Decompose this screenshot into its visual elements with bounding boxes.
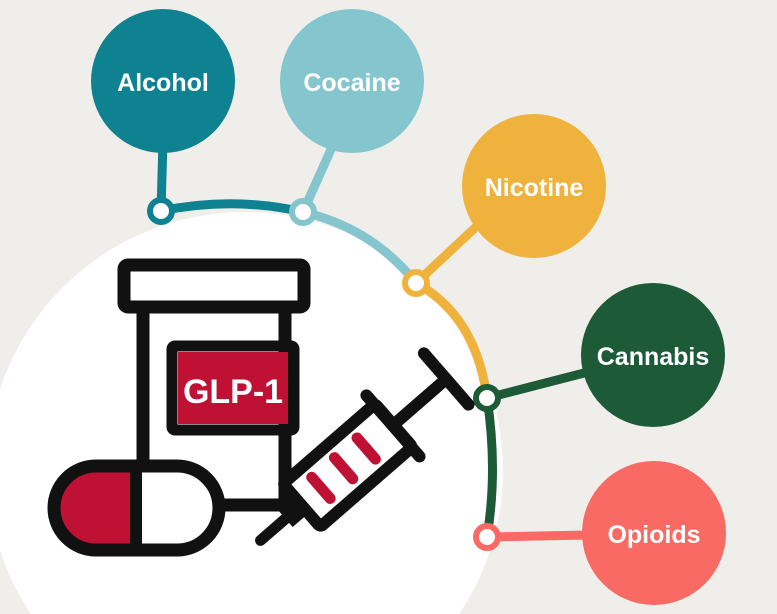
arc-segment-cannabis-opioids: [482, 393, 497, 542]
pill-bottle-cap: [117, 258, 311, 314]
syringe-plunger-thumb-rest: [417, 347, 475, 411]
bubble-cocaine-label: Cocaine: [303, 69, 400, 97]
connector-arc: [156, 199, 497, 542]
junction-node-opioids[interactable]: [473, 523, 501, 551]
syringe-dose-tick: [306, 471, 336, 504]
syringe-dose-tick: [351, 432, 381, 465]
pill-bottle-label-text: GLP-1: [183, 373, 283, 411]
glp-1-medication-illustration: GLP-1: [47, 258, 475, 557]
junction-node-alcohol[interactable]: [147, 197, 175, 225]
stem-cannabis: [482, 367, 593, 403]
arc-segment-nicotine-cannabis: [411, 278, 492, 403]
syringe-needle: [255, 512, 292, 546]
bubble-cannabis[interactable]: Cannabis: [581, 283, 725, 427]
bubble-opioids[interactable]: Opioids: [582, 461, 726, 605]
bubble-alcohol-circle[interactable]: [91, 9, 235, 153]
stem-nicotine: [411, 220, 483, 288]
syringe-dose-tick: [328, 452, 359, 485]
bubble-opioids-circle[interactable]: [582, 461, 726, 605]
syringe-dose-ticks: [306, 432, 381, 504]
bubble-alcohol-label: Alcohol: [117, 69, 209, 97]
arc-junction-nodes[interactable]: [147, 197, 501, 551]
bubble-cocaine[interactable]: Cocaine: [280, 9, 424, 153]
junction-node-nicotine[interactable]: [402, 269, 430, 297]
stem-opioids: [482, 530, 593, 542]
capsule-pill-outline: [47, 459, 226, 557]
syringe-plunger-rod: [386, 372, 453, 432]
pill-bottle-icon: GLP-1: [117, 258, 311, 512]
junction-node-cannabis[interactable]: [473, 384, 501, 412]
bubble-opioids-label: Opioids: [607, 521, 700, 549]
arc-segment-alcohol-cocaine: [156, 199, 308, 217]
bubble-alcohol[interactable]: Alcohol: [91, 9, 235, 153]
bubble-nicotine-circle[interactable]: [462, 114, 606, 258]
category-bubbles[interactable]: Alcohol Cocaine Nicotine Cannabis Opioid…: [91, 9, 726, 605]
bubble-cocaine-circle[interactable]: [280, 9, 424, 153]
capsule-pill-icon: [47, 459, 226, 557]
capsule-pill-white-half: [135, 472, 213, 544]
pill-bottle-label-outline: [166, 340, 300, 436]
arc-segment-cocaine-nicotine: [298, 207, 421, 288]
junction-node-cocaine[interactable]: [289, 198, 317, 226]
pill-bottle-label-panel: [178, 352, 288, 424]
bubble-cannabis-label: Cannabis: [597, 343, 710, 371]
bubble-nicotine-label: Nicotine: [485, 174, 584, 202]
bubble-cannabis-circle[interactable]: [581, 283, 725, 427]
syringe-icon: [255, 347, 475, 546]
bubble-nicotine[interactable]: Nicotine: [462, 114, 606, 258]
capsule-pill-red-half: [54, 472, 135, 544]
